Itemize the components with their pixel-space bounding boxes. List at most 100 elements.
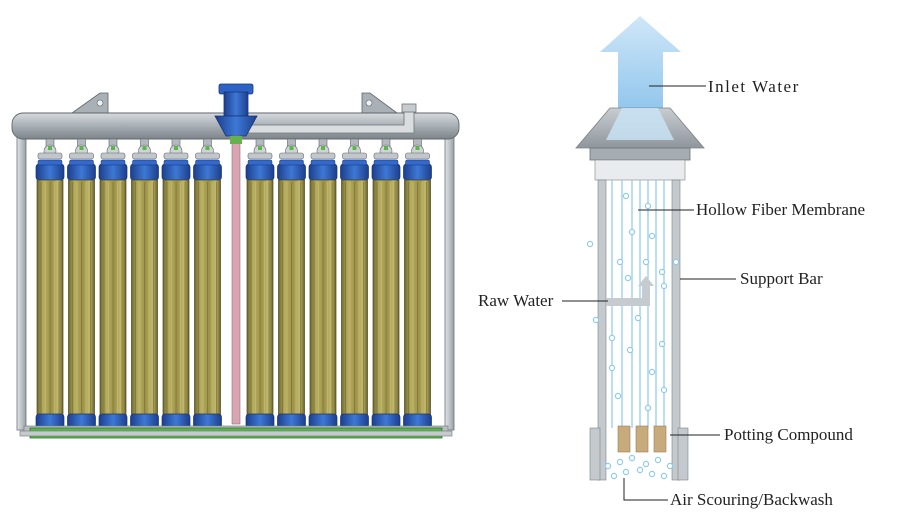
module-air-tap: [174, 146, 178, 150]
air-bubble: [654, 456, 662, 464]
air-bubble: [616, 458, 624, 466]
potting-block: [653, 425, 667, 453]
module-top-cap: [245, 163, 275, 181]
air-bubble: [622, 468, 630, 476]
membrane-module: [308, 138, 338, 429]
air-bubble: [658, 340, 666, 348]
air-bubble: [660, 472, 668, 480]
module-bottom-right: [677, 427, 689, 481]
membrane-module: [277, 138, 306, 429]
module-top-cap: [130, 163, 159, 181]
label-inlet-water: Inlet Water: [708, 77, 800, 96]
air-bubble: [608, 334, 616, 342]
membrane-module: [35, 138, 65, 429]
support-bar-left: [597, 179, 607, 481]
membrane-module: [340, 138, 369, 429]
module-top-ring: [163, 159, 189, 166]
module-top-ring: [279, 159, 304, 166]
label-raw-water-group: Raw Water: [478, 291, 608, 310]
membrane-modules: [35, 138, 432, 429]
module-top-ring: [247, 159, 273, 166]
module-top-ring: [195, 159, 220, 166]
bracket-hole-left: [96, 99, 104, 107]
label-raw-water: Raw Water: [478, 291, 554, 310]
air-bubble: [648, 470, 656, 478]
module-top-cap: [193, 163, 222, 181]
air-bubble: [624, 274, 632, 282]
module-air-tap: [48, 146, 52, 150]
module-top-cap: [277, 163, 306, 181]
air-bubble: [634, 314, 642, 322]
module-air-tap: [289, 146, 294, 150]
module-air-tap: [321, 146, 325, 150]
air-bubble: [642, 460, 650, 468]
support-bar-right: [671, 179, 681, 481]
air-bubble: [642, 258, 650, 266]
air-bubble: [628, 228, 636, 236]
raw-water-arrow: [606, 276, 654, 306]
module-top-cap: [340, 163, 369, 181]
label-hollow-fiber-membrane: Hollow Fiber Membrane: [696, 200, 865, 219]
air-bubble: [644, 404, 652, 412]
module-air-tap: [258, 146, 262, 150]
air-bubble: [622, 192, 630, 200]
air-bubble: [586, 240, 594, 248]
module-top-ring: [37, 159, 63, 166]
label-potting-compound: Potting Compound: [724, 425, 853, 444]
module-top-ring: [373, 159, 399, 166]
module-air-tap: [142, 146, 147, 150]
air-bubble: [614, 392, 622, 400]
module-air-tap: [205, 146, 210, 150]
label-air-scouring-backwash: Air Scouring/Backwash: [670, 490, 833, 509]
module-top-ring: [69, 159, 94, 166]
air-bubble: [644, 202, 652, 210]
label-support-bar: Support Bar: [740, 269, 823, 288]
leader-air-scouring: [623, 478, 668, 501]
air-bubble: [626, 346, 634, 354]
module-top-cap: [371, 163, 401, 181]
air-bubble: [660, 386, 668, 394]
membrane-module: [403, 138, 432, 429]
module-top-ring: [100, 159, 126, 166]
air-bubble: [648, 232, 656, 240]
air-bubble: [666, 462, 674, 470]
label-support-bar-group: Support Bar: [680, 269, 823, 288]
label-inlet-water-group: Inlet Water: [649, 77, 800, 96]
membrane-module: [193, 138, 222, 429]
module-air-tap: [384, 146, 388, 150]
module-coupling: [100, 152, 126, 160]
bracket-hole-right: [365, 99, 373, 107]
module-coupling: [279, 152, 304, 160]
module-top-cap: [67, 163, 96, 181]
central-riser: [231, 135, 241, 425]
air-inlet-hub: [214, 115, 258, 137]
air-bubble: [610, 472, 618, 480]
air-bubble: [628, 454, 636, 462]
collector-hood-inner: [606, 108, 674, 140]
air-bubble: [616, 258, 624, 266]
air-bubble: [672, 258, 680, 266]
module-coupling: [405, 152, 430, 160]
label-potting-compound-group: Potting Compound: [670, 425, 853, 444]
membrane-rack: [11, 83, 460, 439]
membrane-module: [98, 138, 128, 429]
module-air-tap: [352, 146, 357, 150]
module-top-ring: [342, 159, 367, 166]
potting-compound: [617, 425, 667, 453]
membrane-module: [161, 138, 191, 429]
rack-base-rail: [19, 430, 453, 437]
air-bubble: [648, 368, 656, 376]
outlet-pipe-cap: [401, 103, 417, 113]
label-hollow-fiber-group: Hollow Fiber Membrane: [638, 200, 865, 219]
module-top-cap: [98, 163, 128, 181]
air-bubble: [604, 462, 612, 470]
air-bubble: [636, 466, 644, 474]
air-bubble: [660, 282, 668, 290]
module-top-cap: [161, 163, 191, 181]
module-top-cap: [35, 163, 65, 181]
module-coupling: [37, 152, 63, 160]
air-inlet-pipe: [223, 91, 249, 117]
inlet-water-arrow: [600, 16, 681, 116]
membrane-module: [245, 138, 275, 429]
